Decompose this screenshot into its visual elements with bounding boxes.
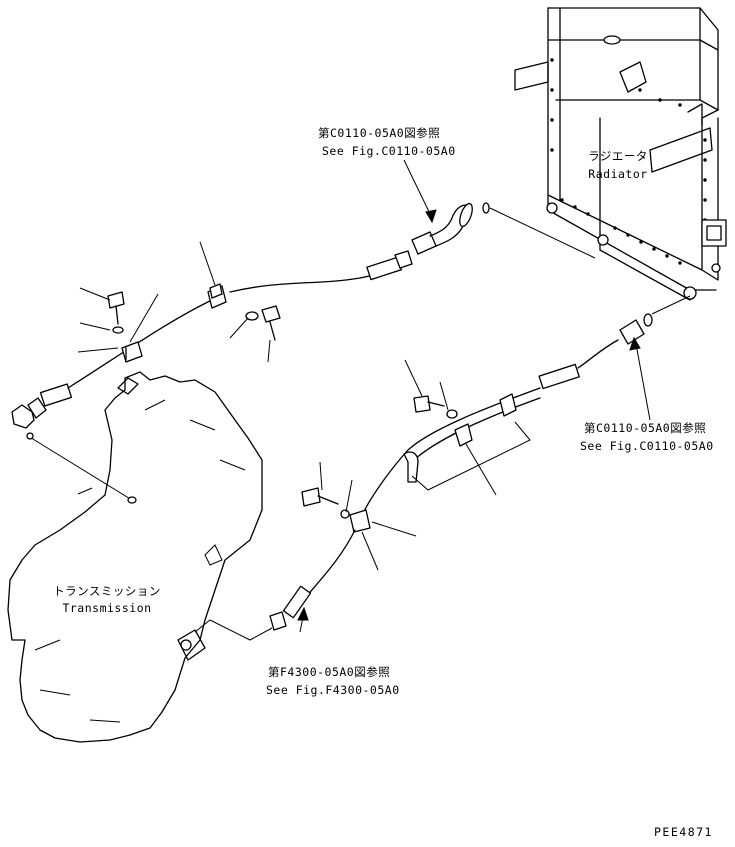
upper-hose-assembly (11, 202, 596, 429)
ref-bottom-label-en: See Fig.F4300-05A0 (266, 683, 400, 697)
ref-bottom-label-jp: 第F4300-05A0図参照 (268, 665, 391, 679)
transmission-label-en: Transmission (62, 601, 152, 615)
leader-lines (26, 159, 651, 633)
radiator-label-en: Radiator (588, 167, 648, 181)
lower-hose-assembly (194, 295, 691, 641)
transmission (7, 371, 263, 743)
radiator-label-jp: ラジエータ (588, 149, 648, 163)
ref-right-label-en: See Fig.C0110-05A0 (580, 439, 714, 453)
radiator (514, 7, 727, 301)
ref-top-label-jp: 第C0110-05A0図参照 (318, 126, 441, 140)
ref-top-label-en: See Fig.C0110-05A0 (322, 144, 456, 158)
transmission-label-jp: トランスミッション (53, 584, 161, 598)
drawing-code: PEE4871 (654, 825, 713, 839)
ref-right-label-jp: 第C0110-05A0図参照 (584, 421, 707, 435)
